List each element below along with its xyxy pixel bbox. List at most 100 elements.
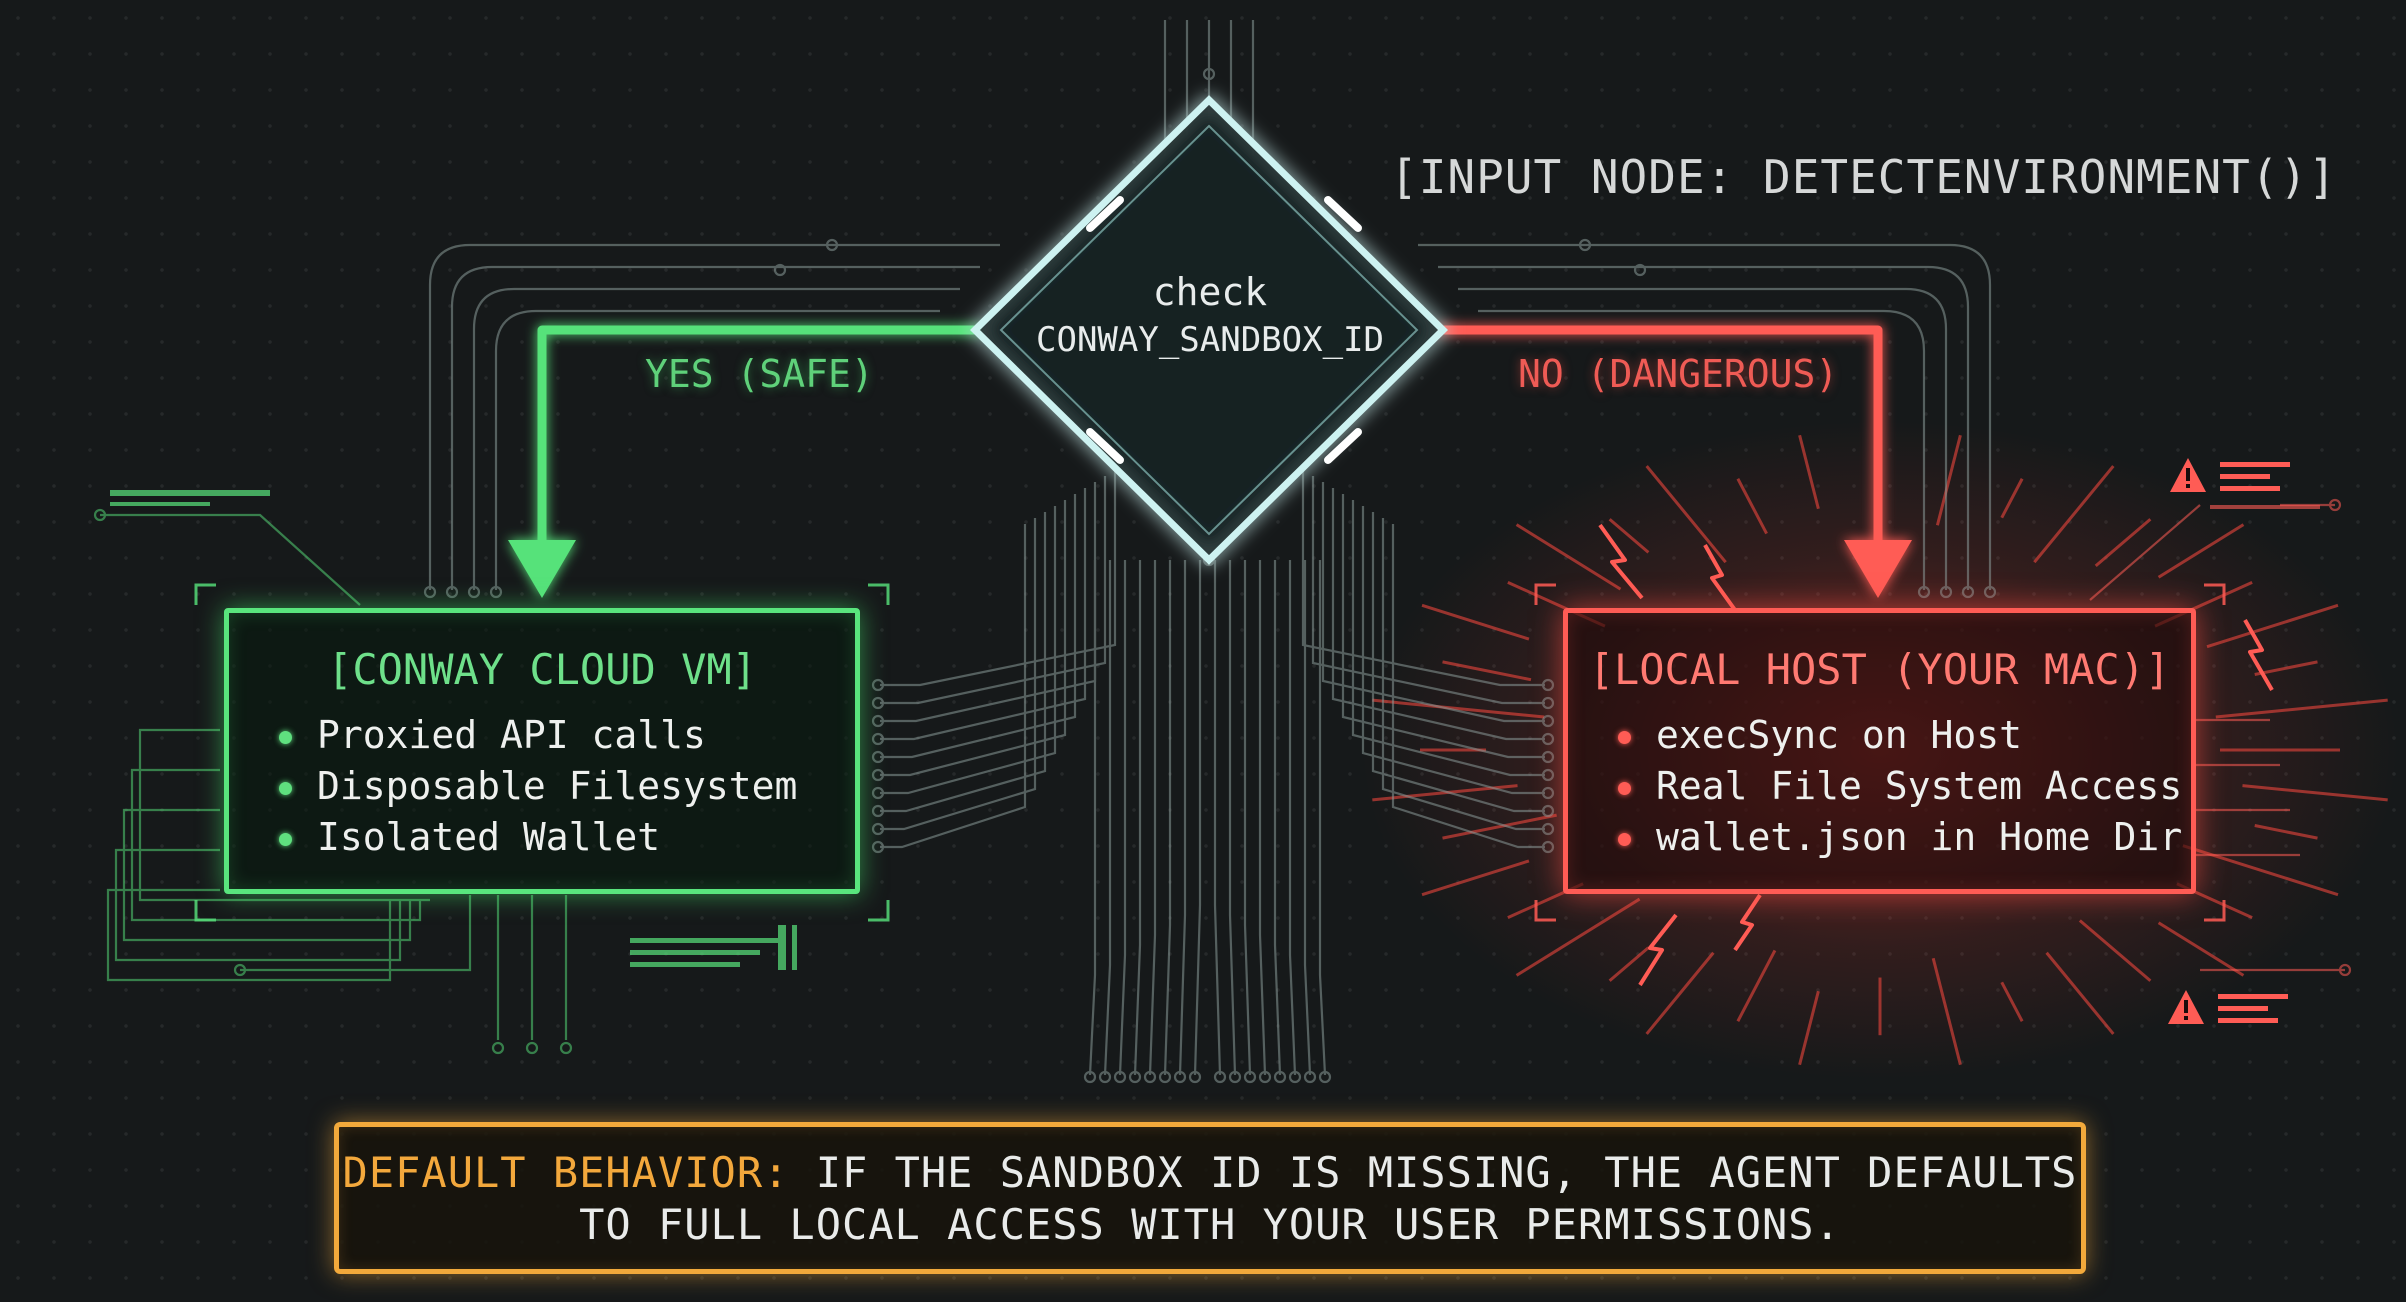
footer-line-1-text: IF THE SANDBOX ID IS MISSING, THE AGENT …: [789, 1148, 2078, 1197]
circuit-trace: [1321, 482, 1545, 723]
burst-ray: [2254, 824, 2318, 840]
burst-ray: [1931, 957, 1962, 1066]
circuit-node: [825, 238, 839, 252]
circuit-node: [1318, 1070, 1332, 1084]
circuit-trace: [1163, 560, 1172, 1076]
circuit-trace: [1273, 560, 1282, 1076]
circuit-trace: [494, 309, 940, 590]
circuit-node: [525, 1041, 539, 1055]
footer-line-2: TO FULL LOCAL ACCESS WITH YOUR USER PERM…: [579, 1200, 1841, 1249]
circuit-trace: [428, 243, 1000, 590]
circuit-trace: [1301, 470, 1545, 687]
burst-ray: [2242, 784, 2388, 802]
circuit-node: [1633, 263, 1647, 277]
circuit-trace: [1341, 494, 1545, 759]
circuit-node: [1228, 1070, 1242, 1084]
circuit-node: [871, 732, 885, 746]
burst-ray: [1372, 698, 1545, 719]
circuit-node: [1541, 732, 1555, 746]
decision-diamond: [970, 95, 1448, 565]
yes-arrow: [508, 325, 982, 598]
circuit-trace: [1371, 512, 1545, 813]
burst-ray: [1608, 518, 1650, 554]
circuit-trace: [880, 500, 1067, 777]
circuit-node: [1578, 238, 1592, 252]
burst-ray: [2157, 523, 2245, 579]
circuit-node: [871, 750, 885, 764]
burst-ray: [2215, 698, 2388, 719]
cloud-vm-list: Proxied API calls Disposable Filesystem …: [229, 710, 855, 863]
burst-ray: [2157, 921, 2245, 977]
circuit-trace: [1193, 560, 1202, 1076]
circuit-trace: [1438, 265, 1970, 590]
burst-ray: [1798, 990, 1820, 1066]
circuit-node: [2338, 963, 2352, 977]
danger-circuit-traces: [2089, 498, 2352, 977]
list-item: wallet.json in Home Dir: [1618, 812, 2191, 863]
circuit-trace: [1351, 500, 1545, 777]
circuit-node: [1273, 1070, 1287, 1084]
circuit-trace: [1133, 560, 1142, 1076]
circuit-trace: [880, 488, 1087, 741]
circuit-trace: [880, 494, 1077, 759]
circuit-trace: [1331, 488, 1545, 741]
circuit-trace: [1303, 560, 1312, 1076]
list-item: execSync on Host: [1618, 710, 2191, 761]
list-item: Real File System Access: [1618, 761, 2191, 812]
cloud-vm-title: [CONWAY CLOUD VM]: [327, 645, 757, 694]
circuit-node: [1188, 1070, 1202, 1084]
decision-label: check CONWAY_SANDBOX_ID: [960, 268, 1460, 364]
circuit-node: [1541, 768, 1555, 782]
circuit-node: [491, 1041, 505, 1055]
local-host-title: [LOCAL HOST (YOUR MAC)]: [1588, 645, 2171, 694]
circuit-node: [1173, 1070, 1187, 1084]
circuit-node: [871, 804, 885, 818]
circuit-trace: [106, 888, 392, 982]
circuit-trace: [1148, 560, 1157, 1076]
circuit-node: [1113, 1070, 1127, 1084]
decision-line-2: CONWAY_SANDBOX_ID: [1036, 320, 1384, 360]
circuit-trace: [1213, 560, 1222, 1076]
circuit-trace: [1478, 309, 1926, 590]
burst-ray: [1798, 434, 1820, 510]
circuit-node: [871, 786, 885, 800]
circuit-node: [773, 263, 787, 277]
burst-ray: [1421, 603, 1530, 641]
circuit-node: [871, 768, 885, 782]
lightning-icons: [1598, 523, 2274, 987]
circuit-trace: [1288, 560, 1297, 1076]
circuit-trace: [1118, 560, 1127, 1076]
circuit-node: [1098, 1070, 1112, 1084]
circuit-trace: [1361, 506, 1545, 795]
burst-ray: [1442, 813, 1557, 840]
circuit-node: [1288, 1070, 1302, 1084]
circuit-node: [1541, 750, 1555, 764]
burst-ray: [1515, 523, 1622, 591]
circuit-trace: [880, 476, 1107, 705]
burst-ray: [2182, 844, 2339, 897]
circuit-trace: [122, 808, 412, 942]
circuit-trace: [1178, 560, 1187, 1076]
burst-ray: [2254, 660, 2318, 676]
circuit-node: [1143, 1070, 1157, 1084]
safe-circuit-traces: [93, 508, 573, 1055]
no-arrow: [1436, 325, 1912, 598]
circuit-trace: [1391, 524, 1545, 849]
circuit-node: [489, 585, 503, 599]
circuit-trace: [240, 895, 472, 972]
burst-ray: [1645, 951, 1715, 1035]
circuit-node: [1243, 1070, 1257, 1084]
circuit-trace: [114, 848, 402, 962]
circuit-node: [1939, 585, 1953, 599]
burst-ray: [1736, 478, 1768, 535]
circuit-trace: [1458, 287, 1948, 590]
burst-ray: [2000, 981, 2024, 1022]
burst-ray: [2094, 518, 2152, 568]
warning-icon: [2168, 990, 2288, 1024]
circuit-node: [1541, 714, 1555, 728]
burst-ray: [1515, 897, 1641, 977]
circuit-node: [1541, 804, 1555, 818]
circuit-trace: [130, 768, 422, 922]
